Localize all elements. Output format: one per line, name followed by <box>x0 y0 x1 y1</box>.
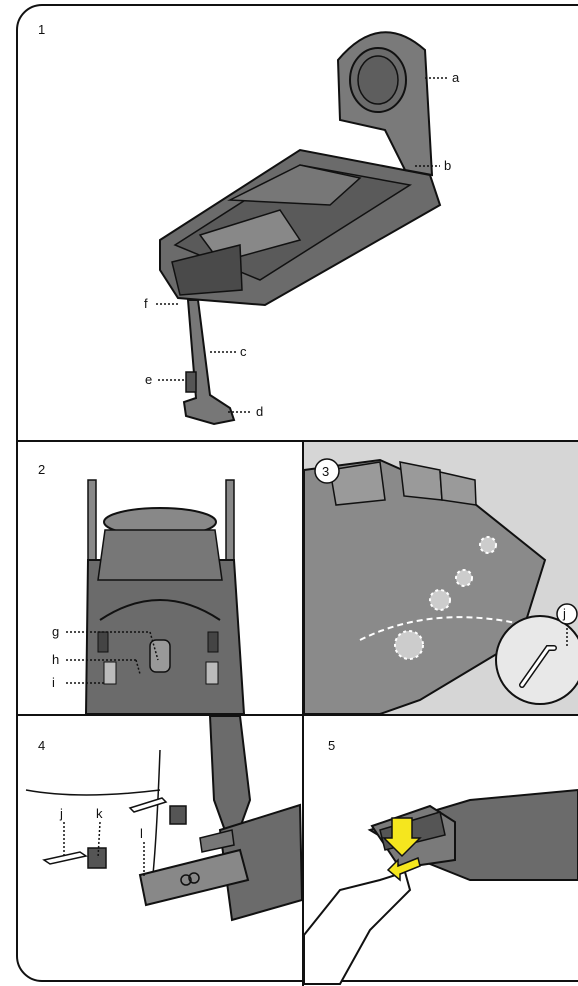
label-a: a <box>452 70 460 85</box>
label-h: h <box>52 652 60 667</box>
panel-number: 1 <box>38 22 46 37</box>
label-j: j <box>563 606 566 621</box>
panel-number: 2 <box>38 462 46 477</box>
label-e: e <box>145 372 153 387</box>
panel-number: 3 <box>322 464 330 479</box>
page-border <box>16 4 578 982</box>
label-d: d <box>256 404 264 419</box>
panel-number: 5 <box>328 738 336 753</box>
label-l: l <box>140 826 143 841</box>
label-g: g <box>52 624 60 639</box>
panel-number: 4 <box>38 738 46 753</box>
label-c: c <box>240 344 247 359</box>
label-b: b <box>444 158 452 173</box>
divider-1 <box>17 440 578 442</box>
label-i: i <box>52 675 55 690</box>
label-f: f <box>144 296 148 311</box>
divider-2 <box>17 714 578 716</box>
base-illustration <box>156 31 448 426</box>
label-k: k <box>96 806 103 821</box>
label-j: j <box>60 806 63 821</box>
